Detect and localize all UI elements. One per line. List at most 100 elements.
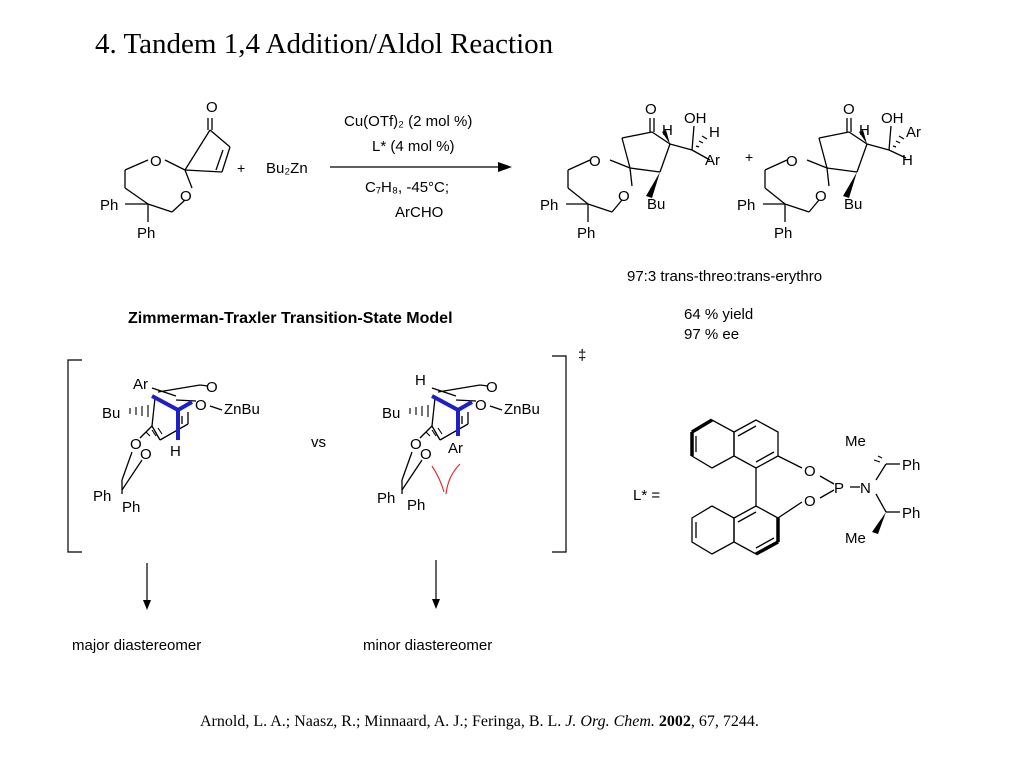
ligand-ph-bottom: Ph: [902, 505, 920, 522]
ligand-me-top: Me: [845, 433, 866, 450]
p1-ph1: Ph: [540, 197, 558, 214]
p2-ar: Ar: [906, 124, 921, 141]
p1-ketone-o: O: [645, 101, 657, 118]
ts-minor-ph2: Ph: [407, 497, 425, 514]
reagent-bu2zn: Bu₂Zn: [266, 160, 308, 177]
ts-minor-steric-clash-1: [431, 465, 445, 493]
reference-rest: , 67, 7244.: [690, 713, 759, 730]
ts-major-forming-bond: [151, 394, 193, 440]
sm-ph2: Ph: [137, 225, 155, 242]
ts-minor-o2: O: [420, 446, 432, 463]
ts-minor-ar: Ar: [448, 440, 463, 457]
product-2-wedge-bu: [843, 172, 857, 198]
ts-major-ph2: Ph: [122, 499, 140, 516]
reference-journal: J. Org. Chem.: [565, 713, 655, 730]
ts-major-h: H: [170, 443, 181, 460]
product-2-structure: [763, 118, 907, 222]
ts-minor-hash-bu: [409, 405, 429, 417]
product-2-wedge-h: [859, 130, 867, 144]
ts-major-ph1: Ph: [93, 488, 111, 505]
ts-minor-bu: Bu: [382, 405, 400, 422]
ts-major-ar: Ar: [133, 376, 148, 393]
p2-bu: Bu: [844, 196, 862, 213]
p1-ar: Ar: [705, 152, 720, 169]
ligand-n: N: [860, 480, 871, 497]
ligand-label: L* =: [633, 487, 660, 504]
ts-major-structure: [121, 384, 223, 494]
ts-minor-ph1: Ph: [377, 490, 395, 507]
ts-vs: vs: [311, 434, 326, 451]
ts-minor-hash-o: [425, 427, 443, 437]
ts-major-hash-bu: [129, 405, 149, 417]
ts-major-znbu: ZnBu: [224, 401, 260, 418]
p1-h-ring: H: [662, 122, 673, 139]
ts-minor-o-mid: O: [475, 397, 487, 414]
p2-ph1: Ph: [737, 197, 755, 214]
p2-ring-o2: O: [815, 188, 827, 205]
ts-major-o-mid: O: [195, 397, 207, 414]
ts-major-hash-o: [145, 427, 163, 437]
product-2-hash-ar: [892, 135, 905, 148]
ts-brackets: [67, 355, 567, 553]
condition-solvent-temp: C₇H₈, -45°C;: [365, 179, 449, 196]
sm-ring-o2: O: [180, 188, 192, 205]
major-diastereomer-label: major diastereomer: [72, 637, 201, 654]
sm-ring-o1: O: [150, 153, 162, 170]
ts-double-dagger: ‡: [578, 347, 586, 364]
reference-year: 2002: [658, 713, 691, 730]
reaction-arrowhead: [498, 162, 512, 172]
p2-h-ring: H: [859, 122, 870, 139]
ts-minor-forming-bond: [431, 394, 473, 436]
product-1-wedge-h: [662, 130, 670, 144]
ligand-hash-me1: [873, 455, 883, 463]
reference-authors: Arnold, L. A.; Naasz, R.; Minnaard, A. J…: [200, 713, 562, 730]
ts-model-heading: Zimmerman-Traxler Transition-State Model: [128, 310, 453, 327]
p2-h-side: H: [902, 152, 913, 169]
product-1-wedge-bu: [646, 172, 660, 198]
ts-major-o2: O: [140, 446, 152, 463]
yield-value: 64 % yield: [684, 306, 754, 323]
minor-arrowhead: [432, 599, 440, 609]
p1-ring-o2: O: [618, 188, 630, 205]
condition-electrophile: ArCHO: [395, 204, 443, 221]
p2-ring-o1: O: [786, 153, 798, 170]
ligand-o-bottom: O: [804, 493, 816, 510]
product-1-structure: [566, 118, 711, 222]
p1-ph2: Ph: [577, 225, 595, 242]
starting-material-structure: [124, 118, 231, 222]
minor-diastereomer-label: minor diastereomer: [363, 637, 492, 654]
p2-oh: OH: [881, 110, 904, 127]
ee-value: 97 % ee: [684, 326, 740, 343]
ts-major-o-top: O: [206, 379, 218, 396]
ts-minor-znbu: ZnBu: [504, 401, 540, 418]
ts-minor-structure: [401, 384, 503, 494]
ligand-me-bottom: Me: [845, 530, 866, 547]
ligand-bold-bonds: [690, 418, 780, 556]
major-arrowhead: [143, 600, 151, 610]
ts-minor-steric-clash-2: [445, 463, 461, 495]
condition-catalyst: Cu(OTf)₂ (2 mol %): [344, 113, 472, 130]
diastereomer-ratio: 97:3 trans-threo:trans-erythro: [627, 268, 823, 285]
product-1-hash-h: [695, 135, 708, 148]
p2-ph2: Ph: [774, 225, 792, 242]
condition-ligand: L* (4 mol %): [372, 138, 455, 155]
plus-sign-2: +: [745, 149, 753, 165]
ts-minor-h: H: [415, 372, 426, 389]
ligand-wedge-me2: [872, 512, 886, 534]
plus-sign-1: +: [237, 160, 245, 176]
ts-minor-o-top: O: [486, 379, 498, 396]
ts-minor-o1: O: [410, 436, 422, 453]
ts-major-bu: Bu: [102, 405, 120, 422]
p1-bu: Bu: [647, 196, 665, 213]
p1-h-side: H: [709, 124, 720, 141]
ligand-p: P: [834, 480, 844, 497]
sm-ph1: Ph: [100, 197, 118, 214]
literature-reference: Arnold, L. A.; Naasz, R.; Minnaard, A. J…: [200, 713, 759, 731]
sm-ketone-o: O: [206, 99, 218, 116]
p2-ketone-o: O: [843, 101, 855, 118]
p1-oh: OH: [684, 110, 707, 127]
page-title: 4. Tandem 1,4 Addition/Aldol Reaction: [95, 28, 554, 60]
ligand-ph-top: Ph: [902, 457, 920, 474]
ligand-o-top: O: [804, 463, 816, 480]
